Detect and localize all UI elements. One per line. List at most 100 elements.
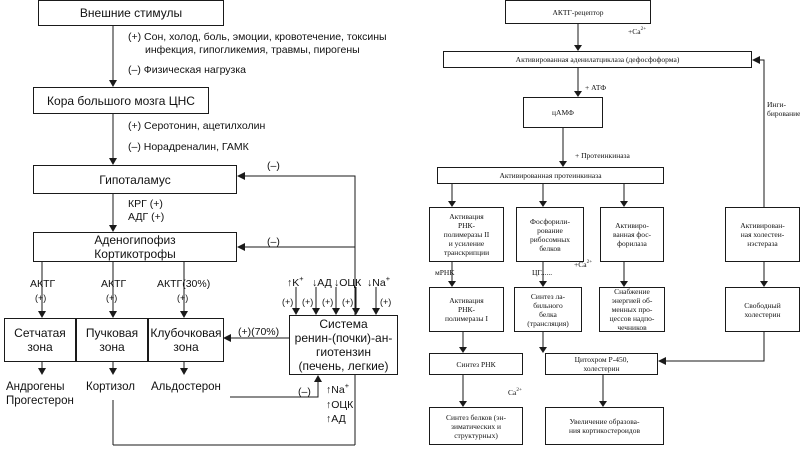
zone-reticularis: Сетчатая зона <box>4 318 76 362</box>
energy-supply-line-5: чечников <box>617 323 647 332</box>
protein-synthesis-box: Синтез белков (эн- зиматических и структ… <box>429 407 523 445</box>
stimuli-positive-line-1: (+) Сон, холод, боль, эмоции, кровотечен… <box>128 31 387 43</box>
adenohypophysis-label: Аденогипофиз <box>94 233 176 247</box>
labile-protein-box: Синтез ла- бильного белка (трансляция) <box>514 287 582 332</box>
actg-reticular: АКТГ <box>30 278 56 290</box>
labile-protein-line-3: белка <box>539 309 557 319</box>
phosphorylase-box: Активиро- ванная фос- форилаза <box>600 207 664 262</box>
plus-ion-5: (+) <box>380 297 392 307</box>
protein-synthesis-line-1: Синтез белков (эн- <box>445 412 506 422</box>
cholesterol-esterase-line-3: нэстераза <box>747 239 778 248</box>
ras-line-4: (печень, легкие) <box>298 359 389 373</box>
output-cortisol: Кортизол <box>86 381 135 393</box>
hypothalamus-box: Гипоталамус <box>33 165 237 194</box>
feedback-hypothalamus: (–) <box>267 160 280 172</box>
energy-supply-line-4: цессов надпо- <box>609 314 655 323</box>
protein-synthesis-line-2: зиматических и <box>450 421 501 431</box>
cholesterol-esterase-box: Активирован- ная холестеи- нэстераза <box>725 207 800 262</box>
renin-angiotensin-box: Система ренин-(почки)-ан- гиотензин (печ… <box>289 315 398 375</box>
rna-polymerase-ii-line-5: транскрипции <box>443 248 490 257</box>
cg-label: ЦГ...... <box>532 268 553 277</box>
rna-polymerase-i-line-1: Активация <box>449 296 484 305</box>
ion-k: ↑K+ <box>287 273 304 289</box>
plus-ion-3: (+) <box>322 297 334 307</box>
external-stimuli-box: Внешние стимулы <box>38 0 224 26</box>
stimuli-positive-line-2: инфекция, гипогликемия, травмы, пирогены <box>145 44 360 56</box>
ca-label-3: Ca2+ <box>508 386 522 397</box>
hypothalamus-label: Гипоталамус <box>99 172 171 187</box>
plus-ion-4: (+) <box>342 297 354 307</box>
na-increase: ↑Na+ <box>326 380 349 396</box>
cholesterol-esterase-line-2: ная холестеи- <box>740 230 785 239</box>
rna-polymerase-ii-line-3: полимеразы II <box>443 230 490 239</box>
rna-polymerase-ii-line-1: Активация <box>449 212 484 221</box>
protein-kinase-label: + Протеинкиназа <box>575 151 630 160</box>
plus-fascicular: (+) <box>106 293 118 303</box>
zone-glomerulosa-line-1: Клубочковая <box>150 326 222 340</box>
output-androgens: Андрогены Прогестерон <box>6 380 74 408</box>
plus-ion-1: (+) <box>282 297 294 307</box>
actg-fascicular: АКТГ <box>101 278 127 290</box>
cholesterol-esterase-line-1: Активирован- <box>740 221 785 230</box>
energy-supply-line-1: Снабжение <box>614 287 650 296</box>
cns-cortex-box: Кора большого мозга ЦНС <box>33 87 209 114</box>
rna-polymerase-i-box: Активация РНК- полимеразы I <box>429 287 504 332</box>
zone-glomerulosa: Клубочковая зона <box>148 318 224 362</box>
protein-kinase-box-label: Активированная протеинкиназа <box>499 171 602 180</box>
ock-increase: ↑ОЦК <box>326 399 354 411</box>
actg-receptor-label: АКТГ-рецептор <box>552 7 604 17</box>
energy-supply-box: Снабжение энергией об- менных про- цессо… <box>599 287 665 332</box>
energy-supply-line-2: энергией об- <box>611 296 653 305</box>
ras-line-2: ренин-(почки)-ан- <box>294 331 393 345</box>
ad-increase: ↑АД <box>326 413 346 425</box>
corticosteroid-line-1: Увеличение образова- <box>569 417 640 426</box>
rna-polymerase-i-line-2: РНК- <box>457 305 476 314</box>
zone-reticularis-line-1: Сетчатая <box>14 326 66 340</box>
zone-glomerulosa-line-2: зона <box>173 340 199 354</box>
feedback-pituitary: (–) <box>267 236 280 248</box>
adenohypophysis-box: Аденогипофиз Кортикотрофы <box>33 232 237 262</box>
cortex-negative: (–) Норадреналин, ГАМК <box>128 141 249 153</box>
rna-synthesis-box: Синтез РНК <box>429 353 523 375</box>
krg-label: КРГ (+) <box>128 198 163 210</box>
rna-polymerase-ii-line-4: и усиление <box>448 239 485 248</box>
ribosome-phosphorylation-line-2: рование <box>537 225 563 235</box>
adenylate-cyclase-label: Активированная аденилатциклаза (дефосфоф… <box>515 55 680 64</box>
camp-label: цАМФ <box>552 108 574 117</box>
energy-supply-line-3: менных про- <box>611 305 653 314</box>
inhibition-line-2: бирование <box>767 109 800 118</box>
cns-cortex-label: Кора большого мозга ЦНС <box>47 93 195 108</box>
zone-fasciculata-line-1: Пучковая <box>85 326 139 340</box>
ribosome-phosphorylation-line-3: рибосомных <box>529 234 570 244</box>
zone-fasciculata: Пучковая зона <box>76 318 148 362</box>
free-cholesterol-box: Свободный холестерин <box>725 287 800 332</box>
phosphorylase-line-1: Активиро- <box>615 221 649 230</box>
ca-label-1: +Ca2+ <box>628 25 647 36</box>
ion-ock: ↓ОЦК <box>334 277 362 289</box>
feedback-ras: (–) <box>298 386 311 398</box>
rna-polymerase-i-line-3: полимеразы I <box>445 314 488 323</box>
ribosome-phosphorylation-line-1: Фосфорили- <box>530 216 570 226</box>
labile-protein-line-2: бильного <box>533 300 563 310</box>
adenylate-cyclase-box: Активированная аденилатциклаза (дефосфоф… <box>443 51 752 68</box>
labile-protein-line-4: (трансляция) <box>527 318 569 328</box>
cytochrome-line-2: холестерин <box>583 364 620 373</box>
stimuli-negative: (–) Физическая нагрузка <box>128 64 247 76</box>
phosphorylase-line-3: форилаза <box>617 239 647 248</box>
free-cholesterol-line-2: холестерин <box>744 309 781 319</box>
ribosome-phosphorylation-line-4: белков <box>539 243 561 253</box>
rna-polymerase-ii-box: Активация РНК- полимеразы II и усиление … <box>429 207 504 262</box>
atp-label: + АТФ <box>585 83 607 92</box>
cytochrome-line-1: Цитохром Р-450, <box>574 355 629 364</box>
output-androgens-line-2: Прогестерон <box>6 395 74 407</box>
zone-fasciculata-line-2: зона <box>99 340 125 354</box>
cortex-positive: (+) Серотонин, ацетилхолин <box>128 120 266 132</box>
corticotrophs-label: Кортикотрофы <box>94 247 176 261</box>
ras-percent: (+)(70%) <box>238 326 280 338</box>
output-androgens-line-1: Андрогены <box>6 381 65 393</box>
actg-receptor-box: АКТГ-рецептор <box>505 0 651 24</box>
mrna-label: мРНК <box>435 268 455 277</box>
ca-label-2: +Ca2+ <box>574 258 593 269</box>
